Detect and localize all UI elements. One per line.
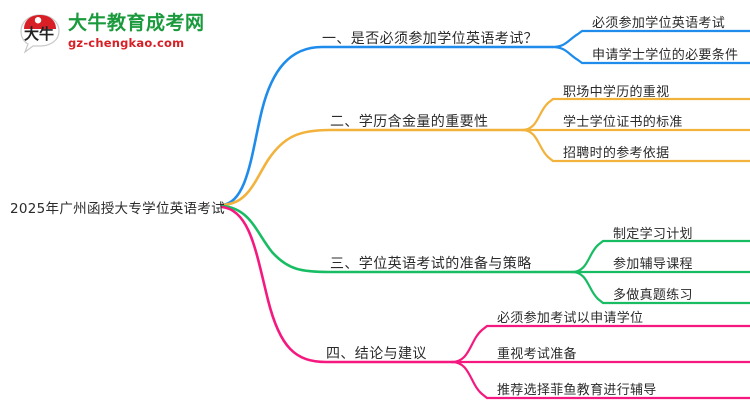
branch-node-3[interactable]: 三、学位英语考试的准备与策略 xyxy=(330,256,532,272)
site-logo: 大牛 大牛教育成考网 gz-chengkao.com xyxy=(18,10,233,56)
branch-node-1[interactable]: 一、是否必须参加学位英语考试？ xyxy=(322,31,538,47)
leaf-node-4-3[interactable]: 推荐选择菲鱼教育进行辅导 xyxy=(497,383,657,398)
leaf-node-3-1[interactable]: 制定学习计划 xyxy=(613,227,693,242)
branch-node-4[interactable]: 四、结论与建议 xyxy=(326,346,427,362)
leaf-node-1-2[interactable]: 申请学士学位的必要条件 xyxy=(592,48,739,63)
branch-node-2[interactable]: 二、学历含金量的重要性 xyxy=(330,114,489,130)
leaf-node-4-1[interactable]: 必须参加考试以申请学位 xyxy=(497,311,644,326)
leaf-node-3-3[interactable]: 多做真题练习 xyxy=(613,288,693,303)
leaf-node-2-2[interactable]: 学士学位证书的标准 xyxy=(563,115,683,130)
svg-text:大牛: 大牛 xyxy=(24,25,54,43)
logo-site-name: 大牛教育成考网 xyxy=(68,12,205,34)
leaf-node-4-2[interactable]: 重视考试准备 xyxy=(497,347,577,362)
mindmap-root-node: 2025年广州函授大专学位英语考试 xyxy=(10,201,225,217)
daniu-bubble-icon: 大牛 xyxy=(20,14,60,54)
logo-site-url: gz-chengkao.com xyxy=(68,36,185,50)
leaf-node-3-2[interactable]: 参加辅导课程 xyxy=(613,257,693,272)
leaf-node-1-1[interactable]: 必须参加学位英语考试 xyxy=(592,16,726,31)
leaf-node-2-1[interactable]: 职场中学历的重视 xyxy=(563,85,670,100)
leaf-node-2-3[interactable]: 招聘时的参考依据 xyxy=(563,146,670,161)
